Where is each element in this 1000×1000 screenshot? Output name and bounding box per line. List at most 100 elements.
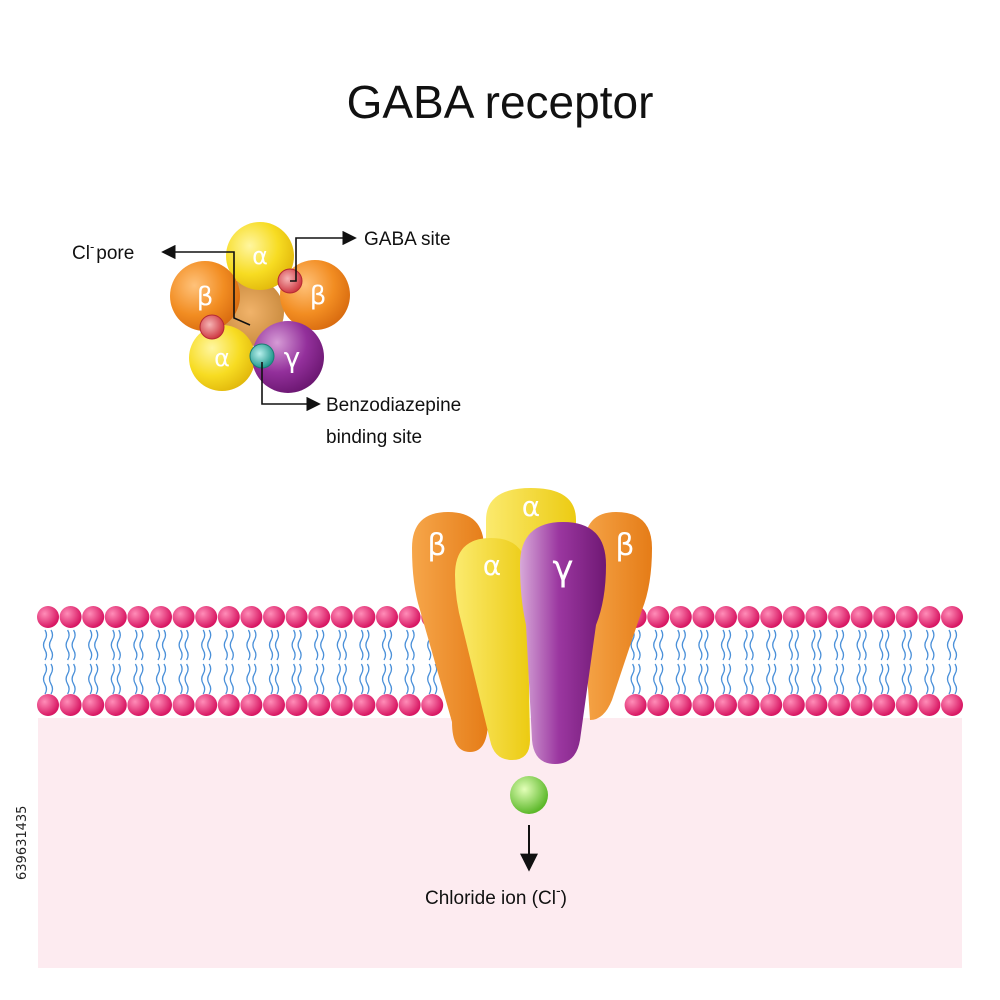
lipid-head	[217, 694, 240, 716]
lipid-tail	[817, 629, 822, 661]
lipid-tail	[133, 663, 138, 695]
lipid-tail	[139, 629, 144, 661]
lipid-tail	[274, 629, 280, 661]
lipid-tail	[856, 629, 861, 661]
lipid-head	[353, 606, 376, 628]
lipid-tail	[252, 663, 257, 695]
lipid-tail	[201, 663, 206, 695]
chloride-ion	[510, 776, 548, 814]
lipid-tail	[381, 663, 387, 695]
benzodiazepine-label-line1: Benzodiazepine	[326, 395, 461, 416]
lipid-tail	[743, 663, 748, 695]
lipid-tail	[336, 629, 341, 661]
lipid-head	[737, 606, 760, 628]
lipid-tail	[88, 663, 93, 695]
lipid-tail	[885, 663, 890, 695]
lipid-head	[850, 606, 873, 628]
lipid-tail	[246, 629, 251, 661]
lipid-head	[692, 606, 715, 628]
lipid-tail	[653, 629, 658, 661]
lipid-head	[669, 606, 692, 628]
subunit-alpha-bottom	[189, 325, 255, 391]
lipid-tail	[71, 629, 76, 661]
side-beta-left-label: β	[427, 528, 446, 563]
lipid-tail	[42, 629, 48, 661]
lipid-tail	[698, 663, 703, 695]
side-subunit-gamma	[520, 522, 606, 764]
lipid-tail	[636, 663, 641, 695]
lipid-tail	[743, 629, 748, 661]
lipid-head	[37, 694, 59, 716]
lipid-tail	[720, 663, 726, 695]
lipid-tail	[749, 629, 754, 661]
lipid-tail	[48, 629, 54, 661]
lipid-head	[918, 694, 941, 716]
lipid-tail	[788, 663, 793, 695]
pore-label-suffix: pore	[96, 243, 134, 264]
lipid-head	[805, 694, 828, 716]
lipid-head	[376, 606, 398, 628]
gaba-site-pointer-line	[290, 230, 357, 282]
lipid-tail	[268, 663, 274, 695]
lipid-tail	[839, 663, 845, 695]
gaba-site-marker-lower	[199, 314, 225, 340]
lipid-tail	[930, 629, 935, 661]
gaba-site-label: GABA site	[364, 229, 451, 250]
lipid-head	[692, 694, 715, 716]
lipid-tail	[766, 663, 771, 695]
lipid-tail	[839, 629, 845, 661]
lipid-head	[828, 606, 850, 628]
lipid-head	[195, 694, 218, 716]
lipid-tail	[314, 663, 319, 695]
lipid-head	[263, 694, 285, 716]
lipid-tail	[133, 629, 138, 661]
lipid-tail	[110, 663, 115, 695]
lipid-tail	[314, 629, 319, 661]
side-gamma-label: γ	[552, 548, 573, 589]
lipid-tail	[246, 663, 251, 695]
lipid-tail	[749, 663, 754, 695]
lipid-head	[873, 606, 896, 628]
lipid-tail	[252, 629, 257, 661]
pore-label-prefix: Cl	[72, 243, 90, 264]
subunit-alpha-top	[226, 222, 294, 290]
lipid-tail	[794, 663, 799, 695]
lipid-tail	[410, 663, 415, 695]
lipid-tail	[116, 663, 121, 695]
lipid-tail	[907, 663, 912, 695]
vertical-side-text: 639631435	[15, 806, 30, 880]
lipid-tail	[726, 629, 732, 661]
lipid-tail	[901, 629, 906, 661]
lipid-head	[669, 694, 692, 716]
lipid-tail	[178, 663, 183, 695]
lipid-head	[127, 694, 150, 716]
chloride-label-prefix: Chloride ion (Cl	[425, 888, 556, 909]
lipid-head	[782, 694, 805, 716]
lipid-head	[805, 606, 828, 628]
lipid-tail	[291, 629, 296, 661]
lipid-head	[82, 606, 105, 628]
lipid-head	[941, 606, 963, 628]
lipid-tail	[653, 663, 658, 695]
lipid-tail	[65, 663, 70, 695]
lipid-tail	[907, 629, 912, 661]
lipid-head	[895, 606, 918, 628]
lipid-head	[59, 694, 82, 716]
chloride-ion-label: Chloride ion (Cl-)	[425, 882, 567, 909]
lipid-tail	[952, 663, 958, 695]
lipid-tail	[924, 663, 929, 695]
subunit-alpha-top-label: α	[252, 242, 268, 270]
lipid-head	[240, 694, 263, 716]
lipid-tail	[659, 663, 664, 695]
lipid-head	[37, 606, 59, 628]
cytoplasm-region	[38, 718, 962, 968]
lipid-tail	[879, 629, 884, 661]
lipid-tail	[901, 663, 906, 695]
subunit-beta-right-label: β	[310, 281, 327, 311]
lipid-head	[421, 694, 444, 716]
lipid-tail	[71, 663, 76, 695]
lipid-tail	[862, 663, 867, 695]
lipid-tail	[42, 663, 48, 695]
lipid-tail	[110, 629, 115, 661]
